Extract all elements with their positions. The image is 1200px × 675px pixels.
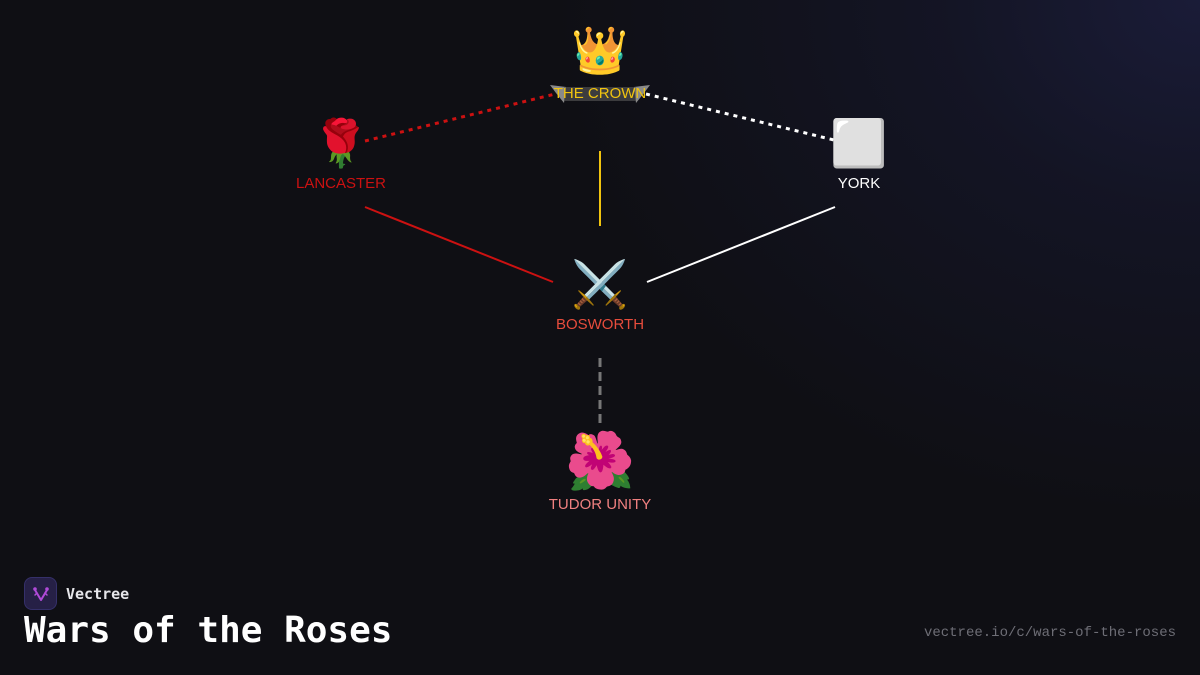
node-label-york: YORK: [837, 175, 881, 192]
node-label-the-crown: THE CROWN: [553, 85, 647, 102]
node-bosworth[interactable]: ⚔️ BOSWORTH: [556, 256, 644, 334]
edge-lancaster-crown: [364, 92, 556, 143]
crown-ribbon-icon: [550, 85, 650, 103]
page-title: Wars of the Roses: [24, 610, 393, 651]
share-url[interactable]: vectree.io/c/wars-of-the-roses: [923, 625, 1176, 641]
edge-york-bosworth: [646, 206, 836, 283]
crown-icon: 👑: [571, 24, 629, 76]
node-label-tudor-unity: TUDOR UNITY: [548, 496, 652, 513]
vectree-logo-icon: [24, 577, 57, 610]
white-square-icon: ⬜: [830, 117, 888, 169]
node-tudor-unity[interactable]: 🌺 TUDOR UNITY: [549, 430, 652, 514]
node-label-bosworth: BOSWORTH: [555, 316, 645, 333]
brand: Vectree: [24, 577, 129, 610]
hibiscus-icon: 🌺: [565, 429, 635, 492]
crossed-swords-icon: ⚔️: [571, 258, 629, 310]
node-lancaster[interactable]: 🌹 LANCASTER: [296, 115, 386, 193]
edge-york-crown: [645, 92, 835, 142]
node-york[interactable]: ⬜ YORK: [830, 115, 887, 193]
node-label-lancaster: LANCASTER: [295, 175, 387, 192]
rose-icon: 🌹: [312, 117, 370, 169]
edge-lancaster-bosworth: [364, 206, 554, 283]
node-the-crown[interactable]: 👑: [571, 22, 628, 78]
brand-name: Vectree: [66, 584, 130, 603]
